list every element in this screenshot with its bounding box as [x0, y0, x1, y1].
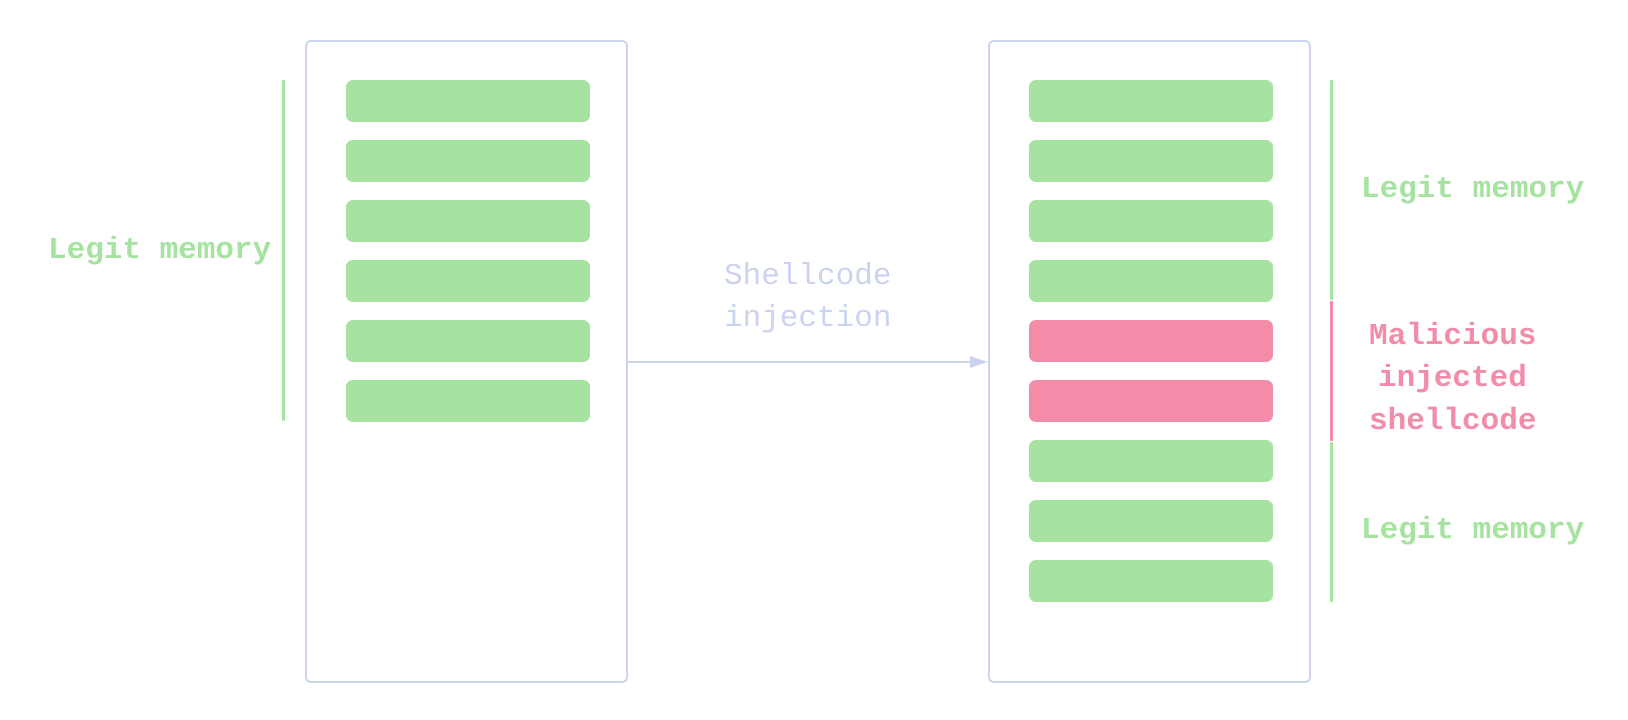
arrow-head-icon	[970, 356, 988, 368]
legit-memory-block	[346, 140, 590, 182]
arrow-label-line-1: Shellcode	[724, 259, 892, 294]
legit-memory-block	[346, 320, 590, 362]
malicious-memory-block	[1029, 380, 1273, 422]
malicious-label-line-3: shellcode	[1369, 404, 1537, 439]
malicious-bracket	[1330, 301, 1333, 441]
malicious-label-line-1: Malicious	[1369, 319, 1537, 354]
legit-memory-block	[1029, 260, 1273, 302]
legit-memory-block	[346, 200, 590, 242]
legit-memory-bracket-left	[282, 80, 285, 421]
legit-memory-block	[346, 80, 590, 122]
legit-memory-block	[1029, 80, 1273, 122]
legit-memory-label-bottom: Legit memory	[1361, 513, 1585, 548]
malicious-label-line-2: injected	[1378, 361, 1527, 396]
legit-memory-block	[346, 380, 590, 422]
legit-memory-block	[1029, 440, 1273, 482]
malicious-memory-block	[1029, 320, 1273, 362]
legit-memory-block	[1029, 560, 1273, 602]
memory-after-panel	[988, 40, 1311, 683]
legit-memory-label-top: Legit memory	[1361, 172, 1585, 207]
legit-memory-block	[1029, 200, 1273, 242]
legit-memory-label-left: Legit memory	[48, 233, 272, 268]
memory-before-panel	[305, 40, 628, 683]
arrow-label-line-2: injection	[724, 301, 892, 336]
legit-memory-bracket-top	[1330, 80, 1333, 300]
legit-memory-block	[1029, 140, 1273, 182]
legit-memory-block	[346, 260, 590, 302]
legit-memory-block	[1029, 500, 1273, 542]
legit-memory-bracket-bottom	[1330, 442, 1333, 602]
